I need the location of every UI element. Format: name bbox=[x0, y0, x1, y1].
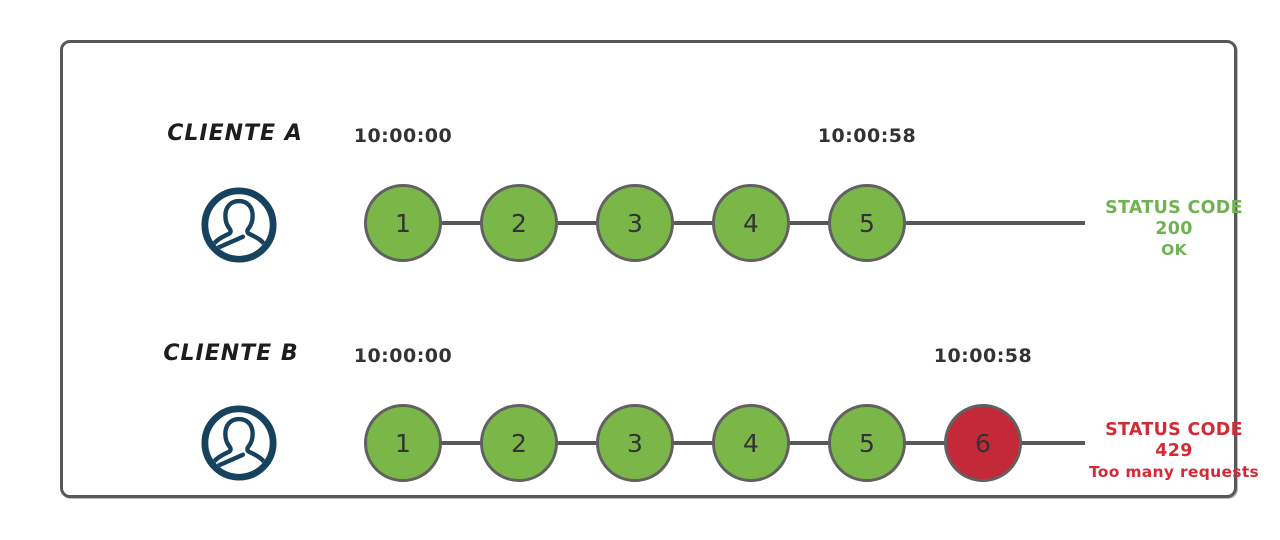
client-b-status: STATUS CODE 429 Too many requests bbox=[1085, 420, 1263, 483]
client-a-status-text: OK bbox=[1161, 241, 1187, 259]
client-a-end-time: 10:00:58 bbox=[817, 125, 917, 147]
user-avatar-icon bbox=[201, 187, 277, 263]
user-avatar-icon bbox=[201, 405, 277, 481]
request-circle-5: 5 bbox=[828, 404, 906, 482]
request-circle-2: 2 bbox=[480, 184, 558, 262]
client-b-status-text: Too many requests bbox=[1088, 463, 1260, 481]
request-circle-1: 1 bbox=[364, 404, 442, 482]
request-circle-4: 4 bbox=[712, 184, 790, 262]
client-a-status: STATUS CODE 200 OK bbox=[1085, 198, 1263, 261]
request-circle-4: 4 bbox=[712, 404, 790, 482]
request-circle-1: 1 bbox=[364, 184, 442, 262]
client-b-label: CLIENTE B bbox=[163, 341, 299, 366]
request-circle-3: 3 bbox=[596, 184, 674, 262]
request-circle-6: 6 bbox=[944, 404, 1022, 482]
client-a-label: CLIENTE A bbox=[167, 121, 303, 146]
request-circle-2: 2 bbox=[480, 404, 558, 482]
client-b-end-time: 10:00:58 bbox=[933, 345, 1033, 367]
request-circle-3: 3 bbox=[596, 404, 674, 482]
client-b-start-time: 10:00:00 bbox=[353, 345, 453, 367]
client-a-start-time: 10:00:00 bbox=[353, 125, 453, 147]
client-b-status-code: STATUS CODE 429 bbox=[1105, 420, 1243, 461]
request-circle-5: 5 bbox=[828, 184, 906, 262]
client-a-status-code: STATUS CODE 200 bbox=[1105, 198, 1243, 239]
